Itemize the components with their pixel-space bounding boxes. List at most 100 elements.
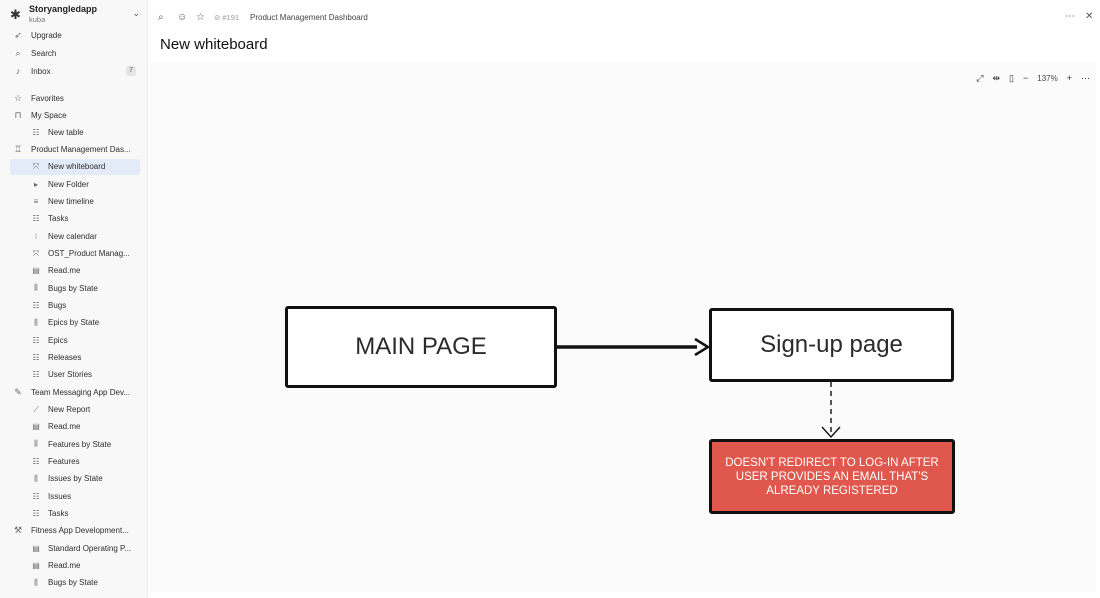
- sidebar-item-search[interactable]: ⌕ Search: [10, 45, 140, 61]
- doc-icon: ▤: [32, 422, 40, 432]
- search-icon[interactable]: ⌕: [158, 12, 164, 23]
- sidebar-item-label: Search: [31, 48, 57, 58]
- sidebar-item-label: Favorites: [31, 93, 64, 103]
- doc-icon: ▤: [32, 266, 40, 276]
- chart-line-icon: ⟋: [33, 404, 39, 414]
- sidebar-subitem[interactable]: ▸ New Folder: [10, 176, 140, 192]
- signup-page-node[interactable]: Sign-up page: [709, 308, 954, 382]
- sidebar-item-label: New table: [48, 127, 84, 137]
- sidebar-subitem[interactable]: ⫼ Bugs by State: [10, 280, 140, 296]
- sidebar-item-label: Upgrade: [31, 30, 62, 40]
- workspace-logo-icon: ✱: [10, 7, 21, 22]
- table-icon: ☷: [32, 509, 40, 519]
- sidebar-item-label: New whiteboard: [48, 162, 106, 172]
- sidebar-subitem[interactable]: ⫼Features by State: [10, 436, 140, 452]
- folder-caret-icon: ▸: [33, 179, 38, 189]
- zoom-out-icon[interactable]: −: [1023, 73, 1029, 83]
- zoom-level[interactable]: 137%: [1037, 73, 1058, 83]
- sidebar-item-upgrade[interactable]: ➶ Upgrade: [10, 27, 140, 43]
- sidebar-subitem[interactable]: ⫼Epics by State: [10, 315, 140, 331]
- sidebar-item-label: New Folder: [48, 179, 89, 189]
- search-icon: ⌕: [15, 47, 21, 58]
- board-icon: ⫼: [34, 439, 38, 449]
- sidebar-item-label: Issues by State: [48, 474, 103, 484]
- whiteboard-icon: ⤧: [32, 161, 40, 171]
- fit-width-icon[interactable]: ⇹: [992, 72, 1001, 83]
- inbox-count-badge: 7: [126, 66, 136, 76]
- sidebar-subitem[interactable]: ☷ Tasks: [10, 211, 140, 227]
- item-id: #191: [222, 13, 240, 22]
- timeline-icon: ≡: [33, 197, 39, 207]
- sidebar-subitem[interactable]: ⫼ Bugs by State: [10, 575, 140, 591]
- sidebar-subitem[interactable]: ⤧ New whiteboard: [10, 158, 140, 175]
- table-icon: ☷: [32, 370, 40, 380]
- more-icon[interactable]: ⋯: [1081, 72, 1090, 83]
- sidebar-item-label: Tasks: [48, 214, 69, 224]
- close-icon[interactable]: ✕: [1085, 11, 1094, 22]
- table-icon: ☷: [32, 127, 40, 137]
- sidebar-subitem[interactable]: ☷ New table: [10, 124, 140, 140]
- workspace-name: Storyangledapp: [29, 4, 98, 14]
- sidebar-subitem[interactable]: ▤Read.me: [10, 558, 140, 574]
- zoom-in-icon[interactable]: +: [1066, 73, 1072, 83]
- bug-note-node[interactable]: DOESN'T REDIRECT TO LOG-IN AFTER USER PR…: [709, 439, 955, 514]
- sidebar-subitem[interactable]: ⫼Issues by State: [10, 471, 140, 487]
- sidebar-subitem[interactable]: ▤Standard Operating P...: [10, 540, 140, 556]
- fullscreen-icon[interactable]: ⤢: [976, 72, 984, 83]
- sidebar-subitem[interactable]: ⟋New Report: [10, 402, 140, 418]
- star-icon: ☆: [13, 92, 23, 103]
- sidebar-item-favorites[interactable]: ☆ Favorites: [10, 90, 140, 106]
- more-icon[interactable]: ⋯: [1065, 11, 1075, 22]
- sidebar-subitem[interactable]: ☷Features: [10, 454, 140, 470]
- sidebar-subitem[interactable]: ☷User Stories: [10, 367, 140, 383]
- sidebar-item-inbox[interactable]: ♪ Inbox 7: [10, 63, 140, 79]
- main-page-node[interactable]: MAIN PAGE: [285, 306, 557, 388]
- sidebar-item-label: Product Management Das...: [31, 145, 131, 155]
- sidebar-subitem[interactable]: ▤Read.me: [10, 263, 140, 279]
- zoom-toolbar: ⤢ ⇹ ▯ − 137% + ⋯: [976, 70, 1090, 86]
- sidebar-section[interactable]: ⚒Fitness App Development...: [10, 523, 140, 539]
- item-id-link[interactable]: ⊘ #191: [214, 13, 240, 22]
- table-icon: ☷: [32, 491, 40, 501]
- sidebar-subitem[interactable]: ▤Read.me: [10, 419, 140, 435]
- sidebar-item-label: My Space: [31, 110, 67, 120]
- sidebar-subitem[interactable]: ≡New timeline: [10, 194, 140, 210]
- sidebar-subitem[interactable]: ☷Releases: [10, 350, 140, 366]
- workspace-user: kuba: [29, 15, 46, 24]
- board-icon: ⫼: [34, 577, 38, 587]
- lock-icon: ⊓: [14, 109, 22, 120]
- sidebar-item-label: Epics: [48, 335, 68, 345]
- sidebar-section[interactable]: ⊓ My Space: [10, 107, 140, 123]
- sidebar-subitem[interactable]: ⤧OST_Product Manag...: [10, 246, 140, 262]
- tools-icon: ⚒: [13, 525, 23, 536]
- table-icon: ☷: [32, 214, 40, 224]
- sidebar-item-label: Bugs: [48, 301, 67, 311]
- sidebar-item-label: Bugs by State: [48, 283, 98, 293]
- workspace-switcher[interactable]: ✱ Storyangledapp kuba ⌄: [8, 4, 140, 26]
- sidebar-subitem[interactable]: ☷ Tasks: [10, 506, 140, 522]
- sidebar-subitem[interactable]: ☷ Issues: [10, 488, 140, 504]
- sidebar-item-label: Tasks: [48, 509, 69, 519]
- sidebar-item-label: Bugs by State: [48, 578, 98, 588]
- sidebar-subitem[interactable]: ⁝New calendar: [10, 228, 140, 244]
- top-bar: ⌕ ☺ ☆ ⊘ #191 Product Management Dashboar…: [148, 0, 1100, 36]
- doc-icon: ▤: [32, 561, 40, 571]
- breadcrumb[interactable]: Product Management Dashboard: [250, 13, 368, 22]
- sidebar-section[interactable]: ✎Team Messaging App Dev...: [10, 384, 140, 400]
- sidebar-subitem[interactable]: ☷ Epics: [10, 332, 140, 348]
- table-icon: ☷: [32, 353, 40, 363]
- whiteboard-icon: ⤧: [32, 248, 40, 258]
- sidebar: ✱ Storyangledapp kuba ⌄ ➶ Upgrade ⌕ Sear…: [0, 0, 148, 598]
- rocket-icon: ➶: [14, 29, 22, 40]
- table-icon: ☷: [32, 335, 40, 345]
- map-icon[interactable]: ▯: [1009, 72, 1014, 83]
- table-icon: ☷: [32, 457, 40, 467]
- star-icon[interactable]: ☆: [196, 12, 205, 23]
- sidebar-item-label: Issues: [48, 491, 72, 501]
- sidebar-section[interactable]: ♖Product Management Das...: [10, 142, 140, 158]
- sidebar-item-label: New calendar: [48, 231, 97, 241]
- board-icon: ⫼: [34, 283, 38, 293]
- chevron-down-icon[interactable]: ⌄: [132, 8, 140, 18]
- sidebar-subitem[interactable]: ☷Bugs: [10, 298, 140, 314]
- smiley-icon[interactable]: ☺: [177, 12, 188, 23]
